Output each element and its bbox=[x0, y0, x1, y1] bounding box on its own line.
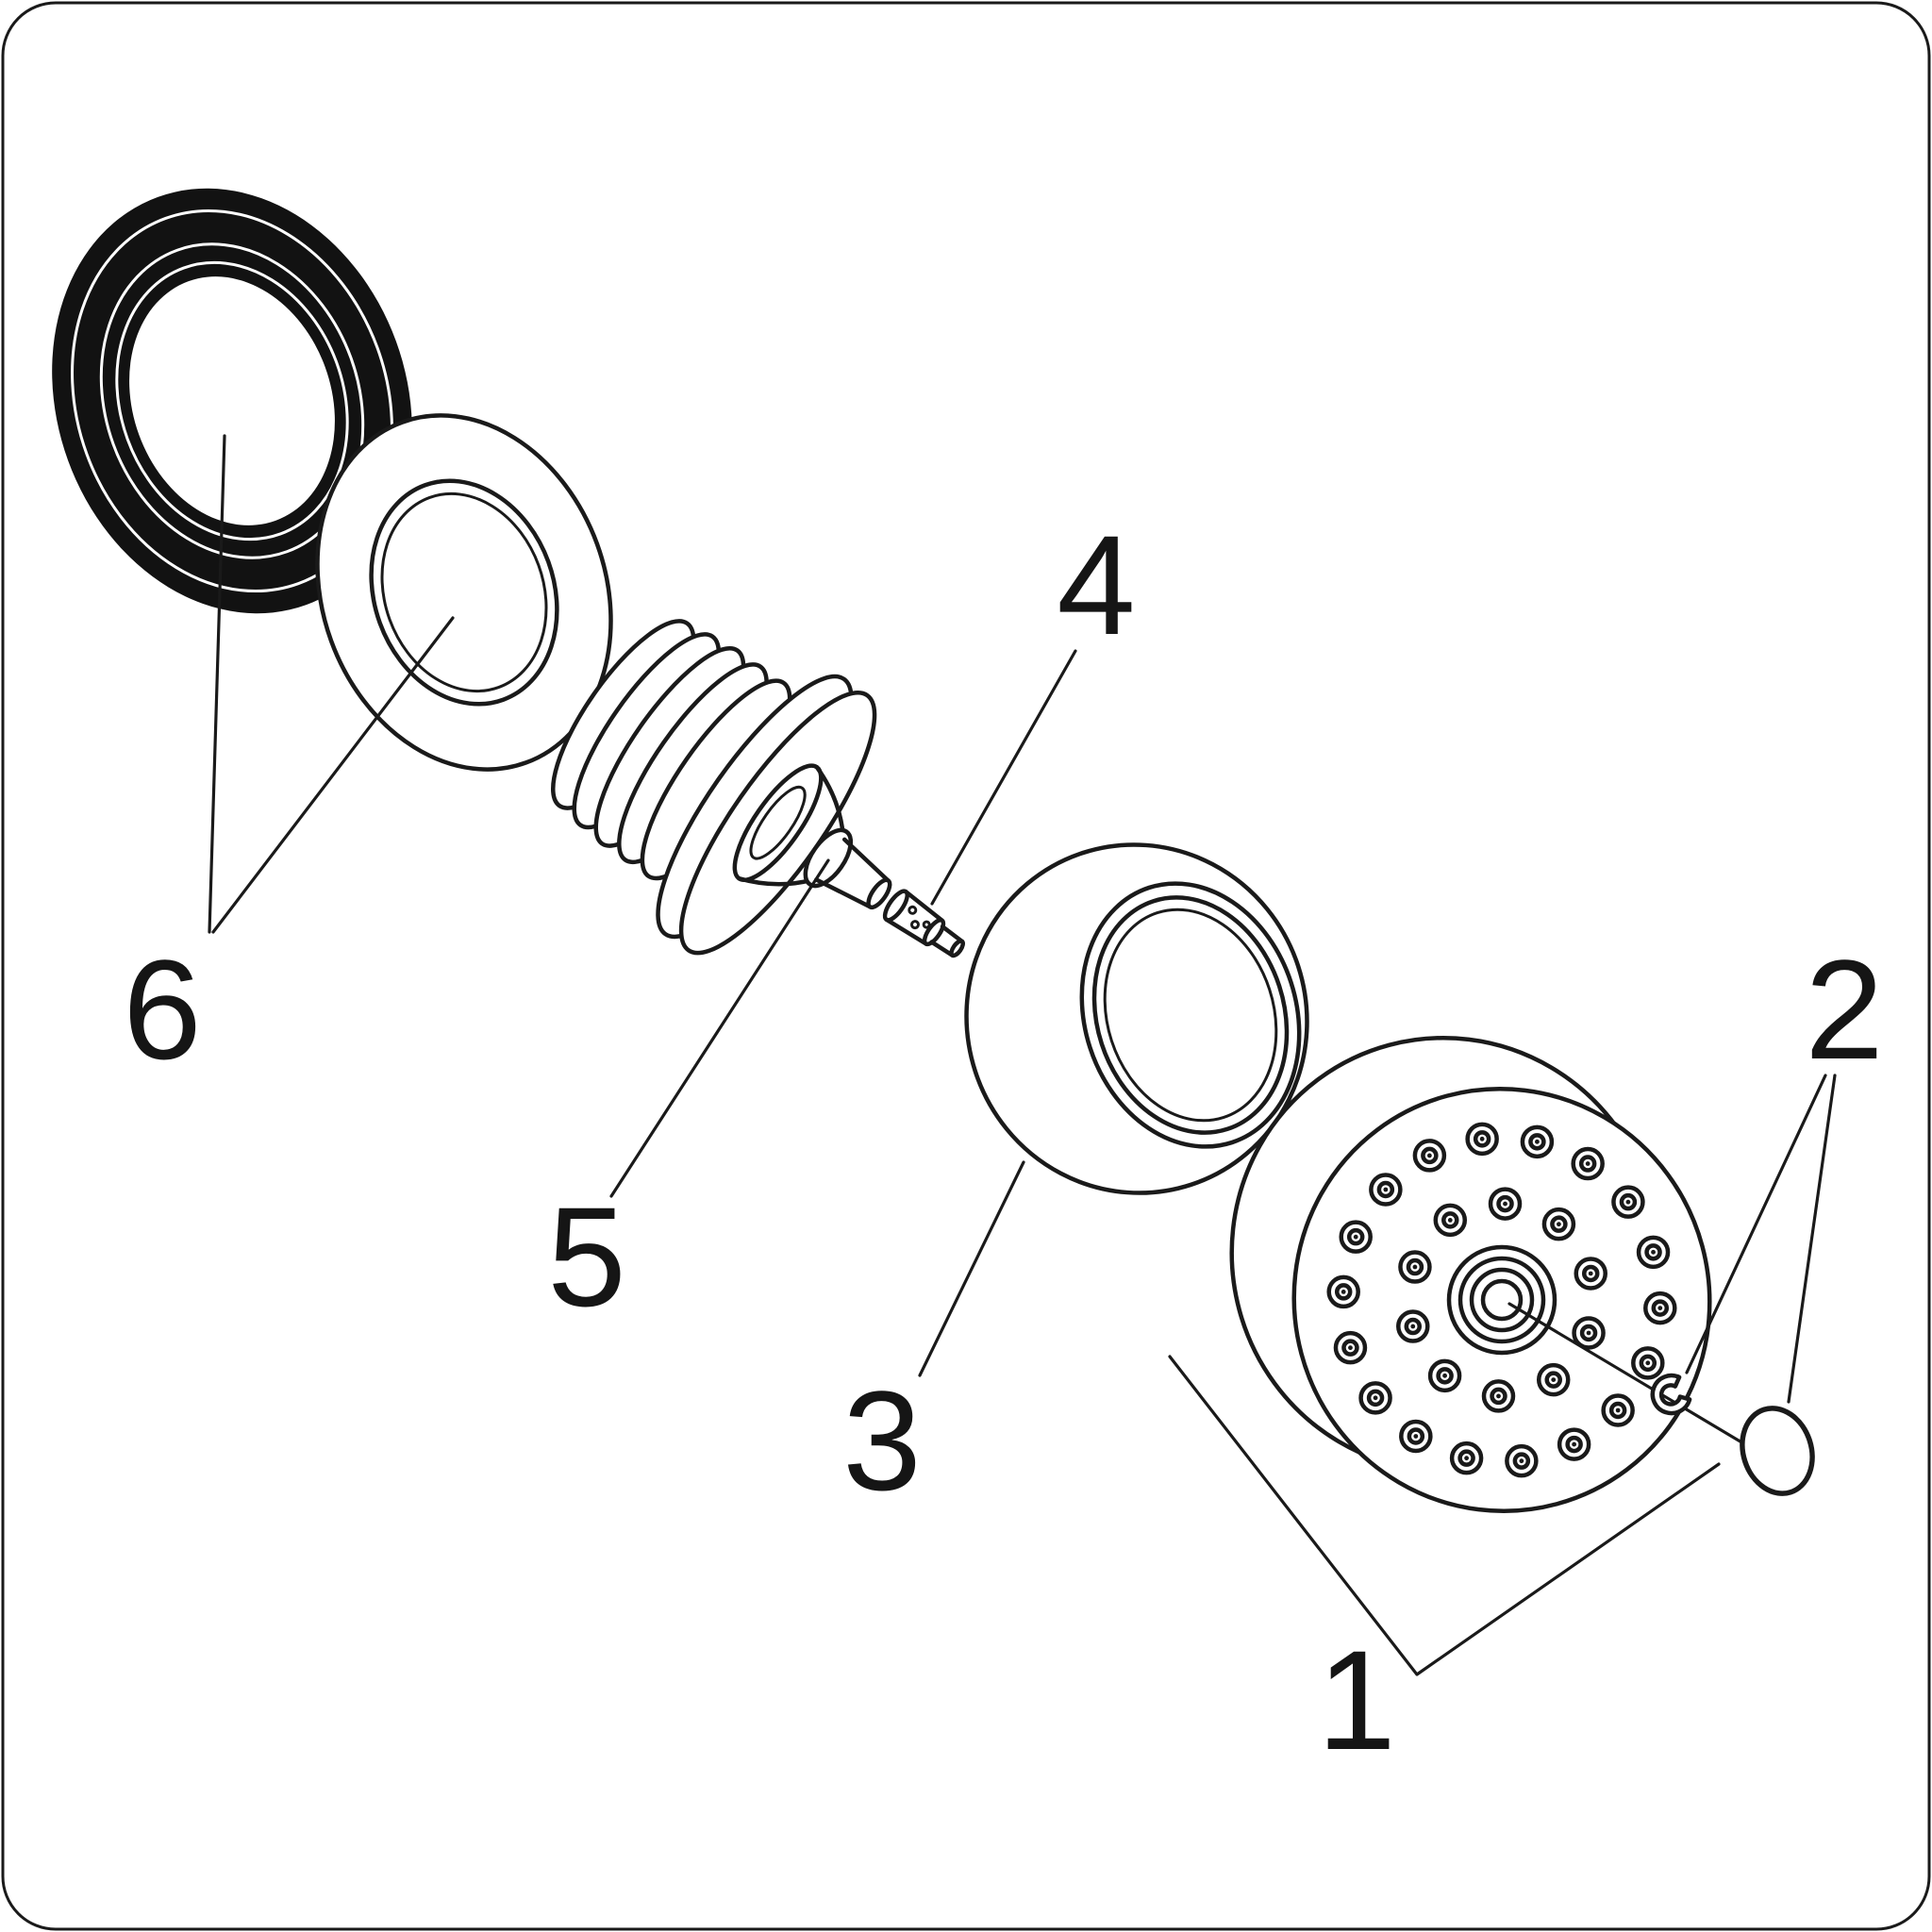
nozzle-hole-center bbox=[1447, 1217, 1453, 1223]
nozzle-hole-center bbox=[1341, 1290, 1346, 1294]
part-label-1: 1 bbox=[1317, 1621, 1395, 1779]
leader-line-5 bbox=[609, 858, 830, 1198]
spray-face-plate bbox=[1229, 1036, 1712, 1513]
nozzle-hole-center bbox=[1426, 1153, 1432, 1158]
hex-nut bbox=[803, 827, 854, 889]
part-1-bracket bbox=[1168, 1355, 1721, 1676]
seal-groove-line bbox=[115, 260, 349, 541]
center-hub bbox=[1446, 1244, 1557, 1356]
nozzle-hole-center bbox=[1496, 1393, 1501, 1399]
nozzle-hole-center bbox=[1503, 1201, 1507, 1207]
nozzle-hole-center bbox=[1585, 1161, 1591, 1166]
seal-groove-line bbox=[71, 208, 393, 593]
flow-cartridge bbox=[882, 889, 965, 958]
nozzle-hole-center bbox=[1615, 1407, 1621, 1413]
leader-line-6a bbox=[208, 434, 226, 934]
housing-bore-line bbox=[1103, 908, 1278, 1123]
leader-line-3 bbox=[918, 1160, 1025, 1377]
nozzle-hole-center bbox=[1412, 1264, 1418, 1270]
seal-ring-black bbox=[52, 188, 412, 614]
nozzle-hole-center bbox=[1651, 1249, 1656, 1255]
nozzle-hole-center bbox=[1645, 1360, 1651, 1366]
nozzle-hole-center bbox=[1519, 1458, 1524, 1464]
nozzle-hole-center bbox=[1383, 1187, 1389, 1192]
nozzle-hole-center bbox=[1464, 1456, 1469, 1461]
nozzle-hole-center bbox=[1625, 1199, 1631, 1205]
nozzle-hole-pattern bbox=[1326, 1122, 1677, 1478]
nozzle-hole-center bbox=[1572, 1441, 1577, 1447]
cartridge-hole bbox=[922, 920, 931, 929]
nozzle-hole-center bbox=[1588, 1271, 1593, 1276]
nozzle-hole-center bbox=[1657, 1306, 1663, 1310]
part-label-6: 6 bbox=[123, 930, 201, 1089]
escutcheon-inner-rim bbox=[369, 478, 559, 707]
nozzle-hole-center bbox=[1479, 1136, 1485, 1141]
retaining-clip bbox=[1650, 1373, 1692, 1416]
leader-line-4 bbox=[930, 649, 1077, 906]
escutcheon-ring bbox=[315, 413, 613, 772]
stem-sides bbox=[814, 837, 891, 908]
nozzle-hole-center bbox=[1557, 1222, 1561, 1227]
seal-ring-black-body bbox=[52, 188, 412, 614]
nozzle-hole-center bbox=[1373, 1395, 1378, 1401]
cartridge-base-cap bbox=[882, 889, 909, 923]
part-label-3: 3 bbox=[842, 1361, 921, 1520]
nozzle-hole-center bbox=[1551, 1377, 1557, 1383]
cartridge-tip-cap bbox=[949, 939, 965, 958]
part-label-5: 5 bbox=[547, 1177, 625, 1336]
nozzle-hole-center bbox=[1348, 1345, 1353, 1351]
leader-line-2b bbox=[1787, 1074, 1837, 1404]
nozzle-hole-center bbox=[1410, 1324, 1416, 1329]
spray-housing bbox=[964, 842, 1309, 1195]
nozzle-hole-center bbox=[1586, 1330, 1591, 1336]
part-label-2: 2 bbox=[1805, 930, 1883, 1089]
part-label-4: 4 bbox=[1057, 506, 1135, 664]
nozzle-hole-center bbox=[1413, 1434, 1419, 1439]
leader-line-hub-to-clip bbox=[1507, 1302, 1745, 1445]
cartridge-tip-sides bbox=[929, 924, 965, 958]
leader-line-2a bbox=[1685, 1074, 1827, 1374]
cartridge-hole bbox=[908, 905, 918, 915]
cartridge-hole bbox=[909, 920, 920, 930]
stem-end-cap bbox=[866, 877, 892, 910]
housing-rim-inner bbox=[1091, 895, 1290, 1135]
funnel-inner-line bbox=[749, 785, 807, 860]
clip-body bbox=[1650, 1373, 1692, 1416]
threaded-connector bbox=[550, 619, 892, 956]
cartridge-step bbox=[922, 918, 946, 947]
leader-line-6b bbox=[211, 616, 455, 934]
cartridge-body-sides bbox=[884, 889, 944, 946]
nozzle-hole-center bbox=[1535, 1139, 1540, 1144]
hub-ring bbox=[1480, 1278, 1524, 1322]
nozzle-hole-center bbox=[1442, 1373, 1447, 1378]
nozzle-hole-center bbox=[1353, 1234, 1358, 1240]
leader-lines bbox=[208, 434, 1837, 1676]
seal-groove-line bbox=[99, 242, 365, 559]
o-ring-body bbox=[1740, 1406, 1815, 1496]
o-ring bbox=[1740, 1406, 1815, 1496]
part-labels: 1 2 3 4 5 6 bbox=[123, 506, 1883, 1779]
escutcheon-inner-line bbox=[380, 491, 548, 693]
